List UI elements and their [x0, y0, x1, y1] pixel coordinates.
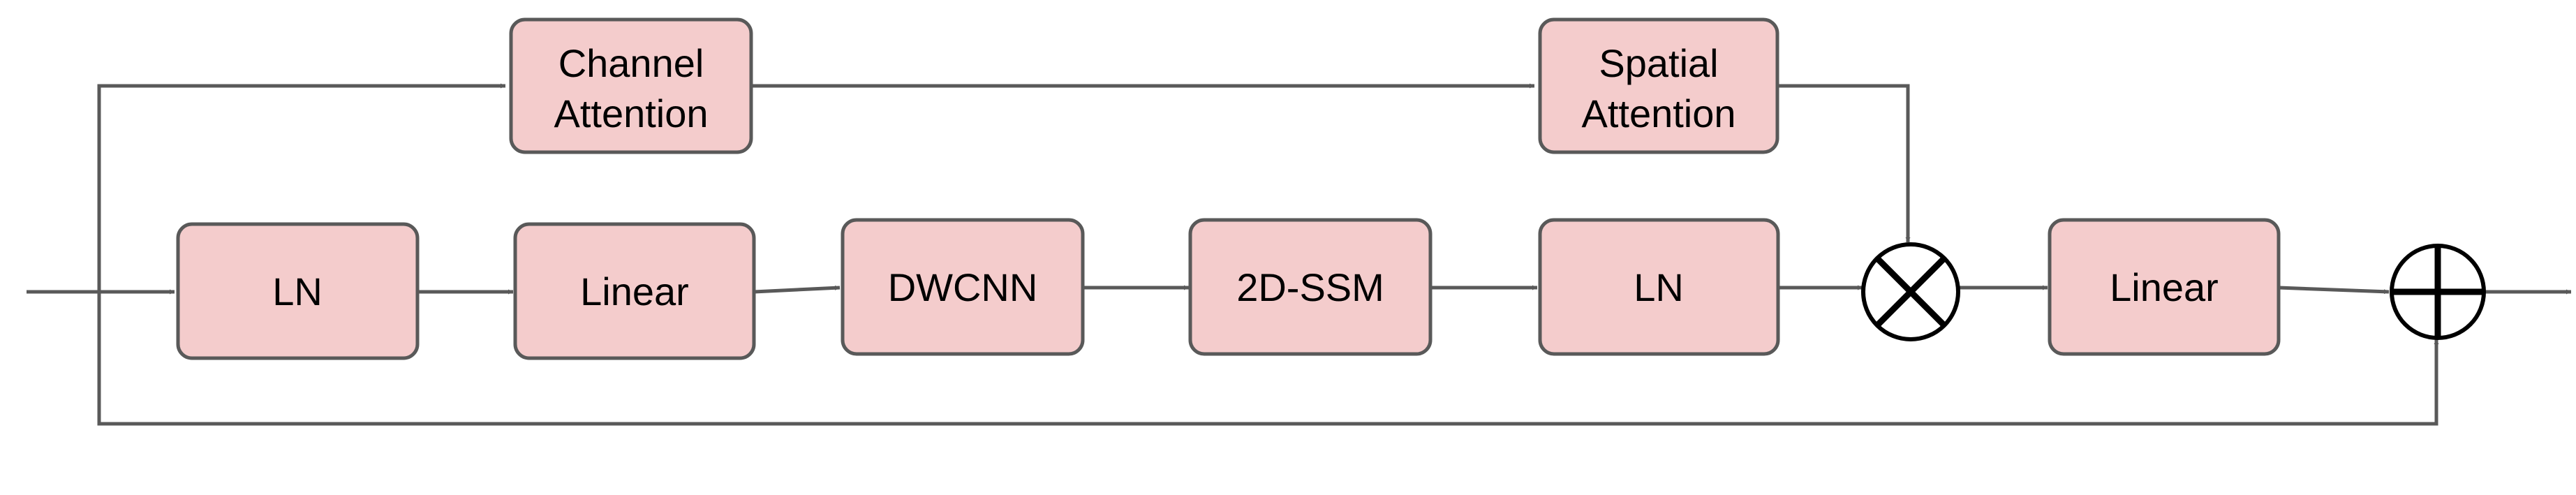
- linear-block-2-label: Linear: [2110, 265, 2219, 309]
- ln-block-1-label: LN: [272, 269, 323, 313]
- arrow-linear-1-to-dwcnn: [753, 285, 841, 294]
- channel-attention-label-line2: Attention: [554, 91, 708, 135]
- linear-block-2: Linear: [2048, 218, 2281, 356]
- dwcnn-block-label: DWCNN: [888, 265, 1038, 309]
- residual-skip-arrow: [97, 292, 2439, 426]
- spatial-attention-label-line1: Spatial: [1599, 41, 1718, 85]
- 2d-ssm-block-label: 2D-SSM: [1236, 265, 1384, 309]
- linear-block-1: Linear: [513, 222, 756, 360]
- ln-block-2: LN: [1538, 218, 1780, 356]
- arrow-linear-2-to-add: [2278, 286, 2390, 295]
- connections: [27, 83, 2571, 426]
- spatial-attention-label-line2: Attention: [1581, 91, 1735, 135]
- ln-block-2-label: LN: [1634, 265, 1684, 309]
- dwcnn-block: DWCNN: [841, 218, 1085, 356]
- arrow-spatial-attention-to-multiply: [1777, 84, 1911, 242]
- linear-block-1-label: Linear: [580, 269, 689, 313]
- channel-attention-block: Channel Attention: [509, 17, 753, 154]
- multiply-operator-icon: [1861, 242, 1960, 341]
- add-operator-icon: [2390, 244, 2486, 340]
- 2d-ssm-block: 2D-SSM: [1188, 218, 1433, 356]
- arrow-to-channel-attention: [97, 83, 505, 292]
- channel-attention-label-line1: Channel: [558, 41, 704, 85]
- ln-block-1: LN: [176, 222, 420, 360]
- spatial-attention-block: Spatial Attention: [1538, 17, 1779, 154]
